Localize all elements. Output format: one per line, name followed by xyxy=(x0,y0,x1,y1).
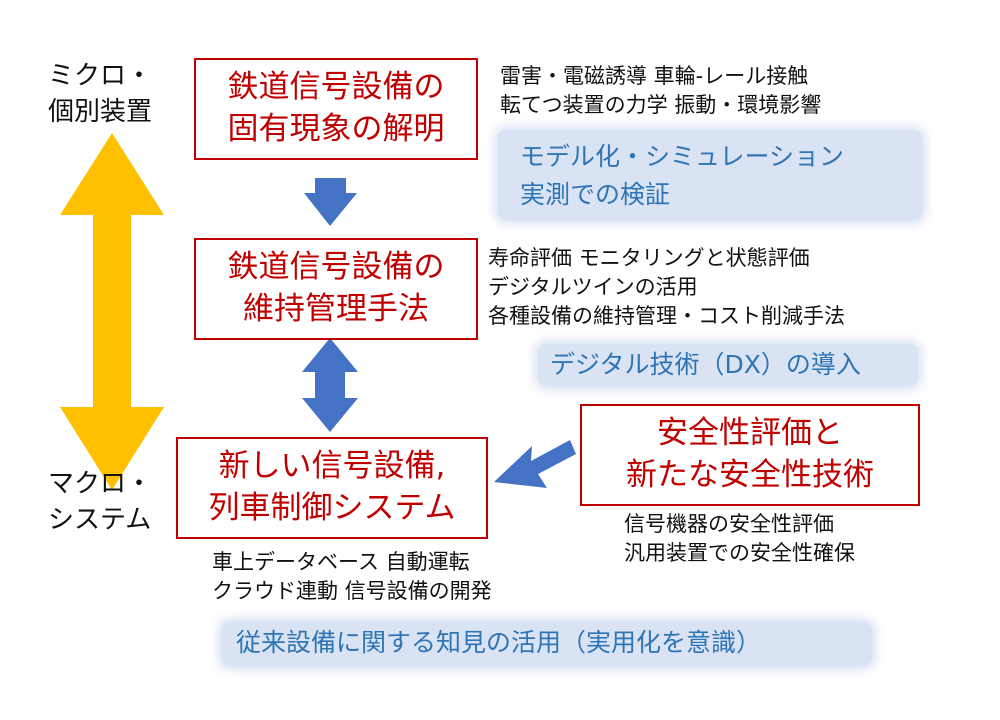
new-equipment-highlight-text: 従来設備に関する知見の活用（実用化を意識） xyxy=(236,628,762,657)
new-equipment-box-line1: 新しい信号設備, xyxy=(218,448,446,484)
macro-label-line1: マクロ・ xyxy=(48,469,153,499)
phenomena-box-line2: 固有現象の解明 xyxy=(227,111,445,147)
safety-box-line1: 安全性評価と xyxy=(657,415,843,451)
maintenance-highlight-text: デジタル技術（DX）の導入 xyxy=(550,350,861,379)
phenomena-note-1: 雷害・電磁誘導 車輪-レール接触 xyxy=(500,64,809,88)
new-equipment-notes: 車上データベース 自動運転 クラウド連動 信号設備の開発 xyxy=(212,548,492,606)
diagonal-arrow xyxy=(494,440,576,488)
phenomena-box-line1: 鉄道信号設備の xyxy=(227,69,445,105)
micro-label: ミクロ・ 個別装置 xyxy=(48,58,152,130)
new-equipment-box: 新しい信号設備, 列車制御システム xyxy=(176,437,488,539)
down-arrow xyxy=(304,178,357,226)
maintenance-highlight: デジタル技術（DX）の導入 xyxy=(538,344,918,386)
new-equipment-highlight: 従来設備に関する知見の活用（実用化を意識） xyxy=(222,622,872,666)
maintenance-box-line1: 鉄道信号設備の xyxy=(227,249,445,285)
phenomena-highlight-line1: モデル化・シミュレーション xyxy=(520,142,845,171)
scale-double-arrow xyxy=(60,133,164,490)
phenomena-box: 鉄道信号設備の 固有現象の解明 xyxy=(194,58,478,160)
maintenance-note-1: 寿命評価 モニタリングと状態評価 xyxy=(488,246,810,270)
phenomena-highlight: モデル化・シミュレーション 実測での検証 xyxy=(498,130,922,220)
safety-notes: 信号機器の安全性評価 汎用装置での安全性確保 xyxy=(624,510,855,568)
maintenance-box: 鉄道信号設備の 維持管理手法 xyxy=(194,238,478,340)
new-equipment-box-line2: 列車制御システム xyxy=(208,490,456,526)
safety-note-1: 信号機器の安全性評価 xyxy=(624,512,834,536)
macro-label: マクロ・ システム xyxy=(48,466,152,538)
maintenance-box-line2: 維持管理手法 xyxy=(243,291,429,327)
macro-label-line2: システム xyxy=(48,505,152,535)
safety-box-line2: 新たな安全性技術 xyxy=(626,457,874,493)
phenomena-highlight-line2: 実測での検証 xyxy=(520,180,671,209)
micro-label-line1: ミクロ・ xyxy=(48,61,153,91)
safety-note-2: 汎用装置での安全性確保 xyxy=(624,541,855,565)
safety-box: 安全性評価と 新たな安全性技術 xyxy=(580,404,920,506)
bidirectional-arrow xyxy=(302,338,358,432)
phenomena-note-2: 転てつ装置の力学 振動・環境影響 xyxy=(500,93,822,117)
maintenance-note-3: 各種設備の維持管理・コスト削減手法 xyxy=(488,304,845,328)
new-equipment-note-2: クラウド連動 信号設備の開発 xyxy=(212,579,492,603)
maintenance-note-2: デジタルツインの活用 xyxy=(488,275,698,299)
maintenance-notes: 寿命評価 モニタリングと状態評価 デジタルツインの活用 各種設備の維持管理・コス… xyxy=(488,244,845,331)
new-equipment-note-1: 車上データベース 自動運転 xyxy=(212,550,470,574)
phenomena-notes: 雷害・電磁誘導 車輪-レール接触 転てつ装置の力学 振動・環境影響 xyxy=(500,62,821,120)
micro-label-line2: 個別装置 xyxy=(48,97,153,127)
